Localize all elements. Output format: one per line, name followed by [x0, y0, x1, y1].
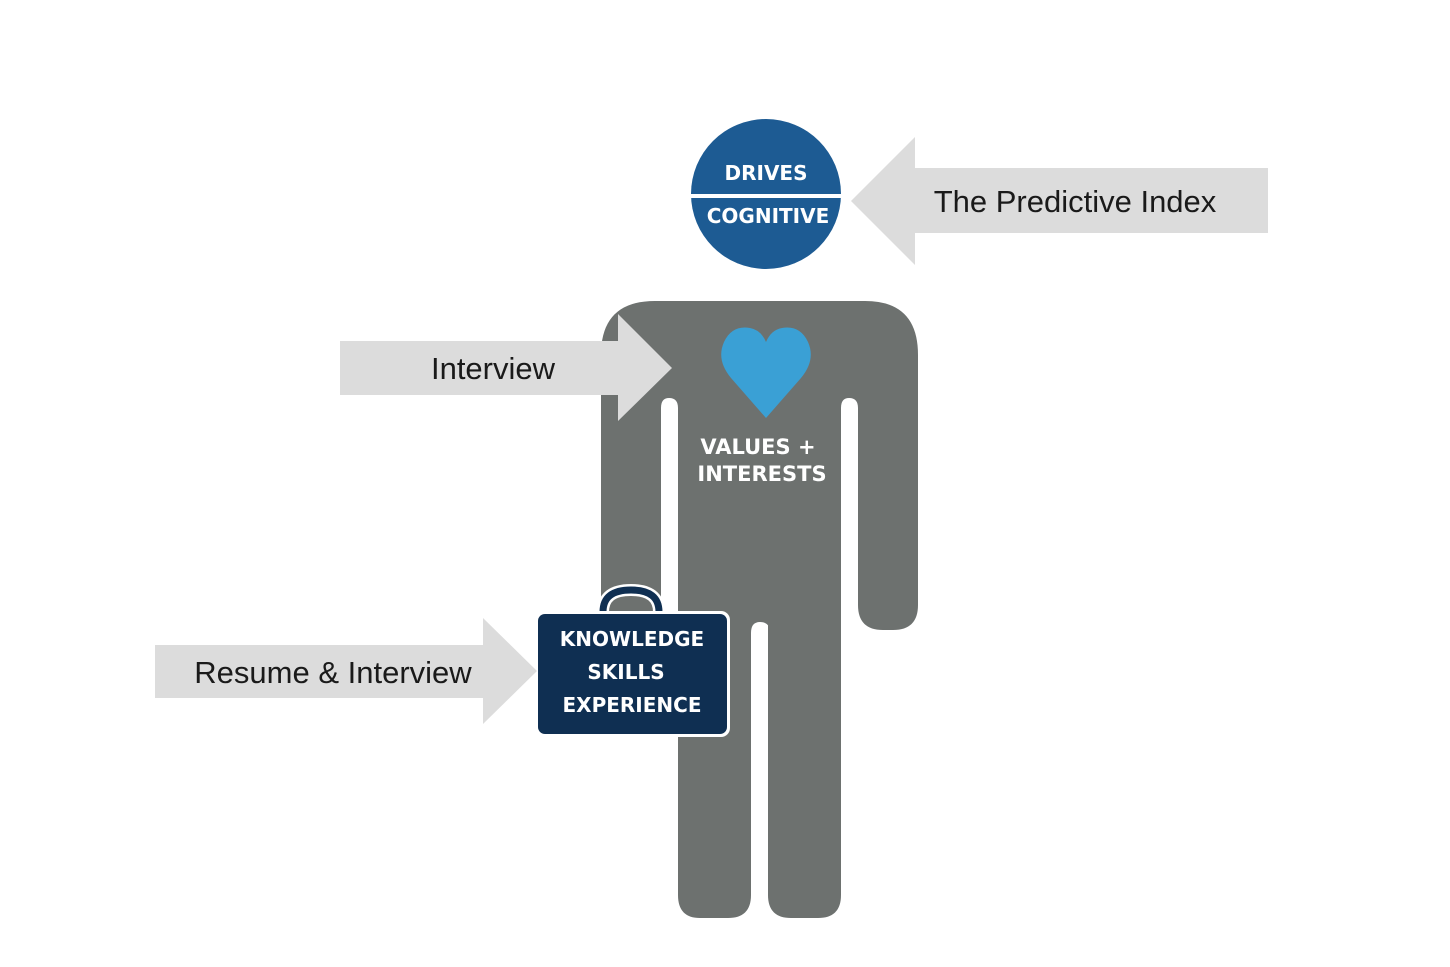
arrow-interview: Interview: [340, 314, 672, 421]
arrow-shape-left: [851, 137, 1268, 265]
arrow-label-resume-interview: Resume & Interview: [194, 655, 472, 690]
figure-right-leg: [768, 580, 841, 918]
arrow-label-predictive-index: The Predictive Index: [934, 184, 1217, 219]
chest-label-values: VALUES +: [700, 435, 815, 459]
briefcase-icon: KNOWLEDGE SKILLS EXPERIENCE: [535, 583, 730, 737]
arrow-shape-right: [155, 618, 537, 724]
briefcase-label-experience: EXPERIENCE: [563, 693, 702, 717]
briefcase-label-skills: SKILLS: [587, 660, 664, 684]
figure-torso: [601, 301, 918, 630]
arrow-predictive-index: The Predictive Index: [851, 137, 1268, 265]
head-label-cognitive: COGNITIVE: [707, 204, 830, 228]
head-label-drives: DRIVES: [725, 161, 808, 185]
arrow-label-interview: Interview: [431, 351, 556, 386]
head-circle: DRIVES COGNITIVE: [691, 119, 841, 269]
chest-label-interests: INTERESTS: [697, 462, 826, 486]
briefcase-label-knowledge: KNOWLEDGE: [560, 627, 704, 651]
arrow-shape-right: [340, 314, 672, 421]
heart-icon: [721, 327, 811, 418]
arrow-resume-interview: Resume & Interview: [155, 618, 537, 724]
